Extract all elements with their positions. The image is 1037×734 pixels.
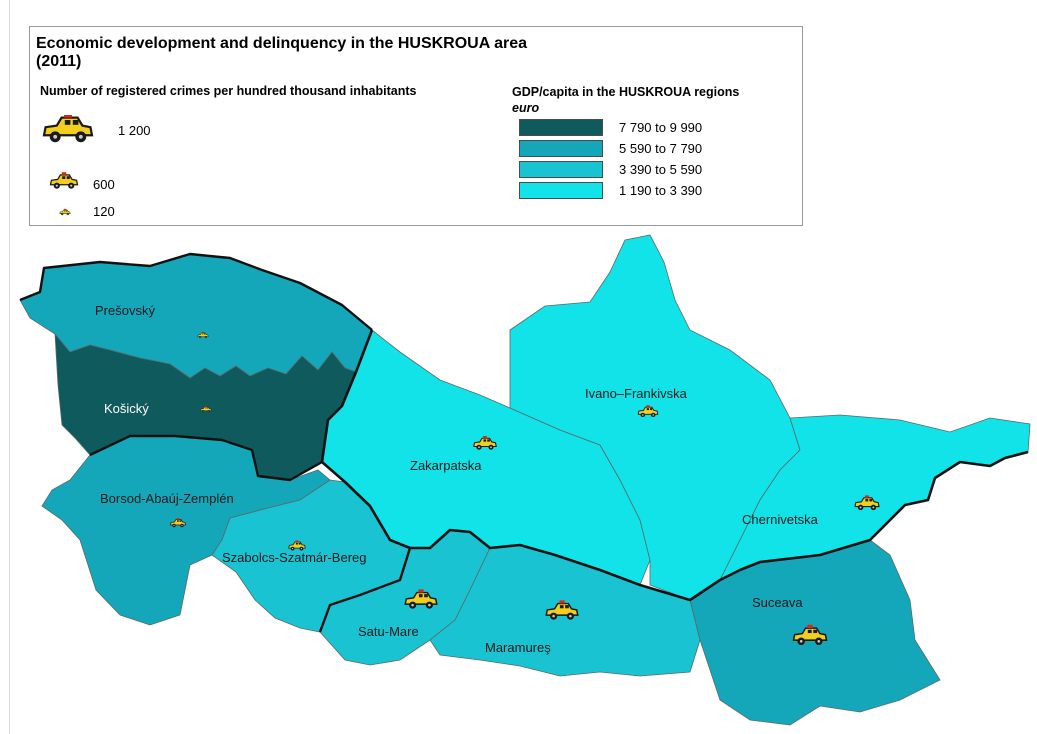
gdp-class-label: 3 390 to 5 590 bbox=[619, 162, 703, 177]
title-line: Economic development and delinquency in … bbox=[36, 35, 528, 52]
frame-border bbox=[9, 0, 10, 734]
symbol-legend-label: 600 bbox=[93, 177, 115, 192]
title-year: (2011) bbox=[36, 53, 82, 70]
gdp-class-label: 7 790 to 9 990 bbox=[619, 120, 703, 135]
gdp-class-row: 3 390 to 5 590 bbox=[519, 161, 779, 179]
symbol-legend-label: 1 200 bbox=[118, 123, 151, 138]
gdp-class-label: 1 190 to 3 390 bbox=[619, 183, 703, 198]
gdp-class-swatch bbox=[519, 119, 603, 136]
gdp-legend-title: GDP/capita in the HUSKROUA regions bbox=[512, 85, 740, 99]
region-label: Satu-Mare bbox=[358, 624, 419, 639]
region-label: Maramureş bbox=[485, 640, 551, 655]
symbol-legend-heading: Number of registered crimes per hundred … bbox=[40, 84, 417, 98]
gdp-class-swatch bbox=[519, 140, 603, 157]
map-title: Economic development and delinquency in … bbox=[36, 35, 656, 71]
region-label: Chernivetska bbox=[742, 512, 819, 527]
gdp-class-swatch bbox=[519, 161, 603, 178]
gdp-class-label: 5 590 to 7 790 bbox=[619, 141, 703, 156]
region-label: Košický bbox=[104, 401, 149, 416]
region-label: Ivano–Frankivska bbox=[585, 386, 688, 401]
gdp-class-swatch bbox=[519, 182, 603, 199]
gdp-class-row: 7 790 to 9 990 bbox=[519, 119, 779, 137]
police-car-icon bbox=[49, 171, 79, 190]
region-label: Suceava bbox=[752, 595, 803, 610]
map-legend: Economic development and delinquency in … bbox=[29, 26, 803, 226]
region-label: Zakarpatska bbox=[410, 458, 482, 473]
gdp-legend-heading: GDP/capita in the HUSKROUA regions euro bbox=[512, 84, 739, 116]
gdp-legend-unit: euro bbox=[512, 101, 540, 115]
symbol-legend-label: 120 bbox=[93, 204, 115, 219]
region-label: Szabolcs-Szatmár-Bereg bbox=[222, 550, 367, 565]
police-car-icon bbox=[42, 115, 94, 144]
gdp-class-row: 5 590 to 7 790 bbox=[519, 140, 779, 158]
police-car-icon bbox=[59, 208, 71, 216]
gdp-class-row: 1 190 to 3 390 bbox=[519, 182, 779, 200]
region-label: Borsod-Abaúj-Zemplén bbox=[100, 491, 234, 506]
region-label: Prešovský bbox=[95, 303, 155, 318]
